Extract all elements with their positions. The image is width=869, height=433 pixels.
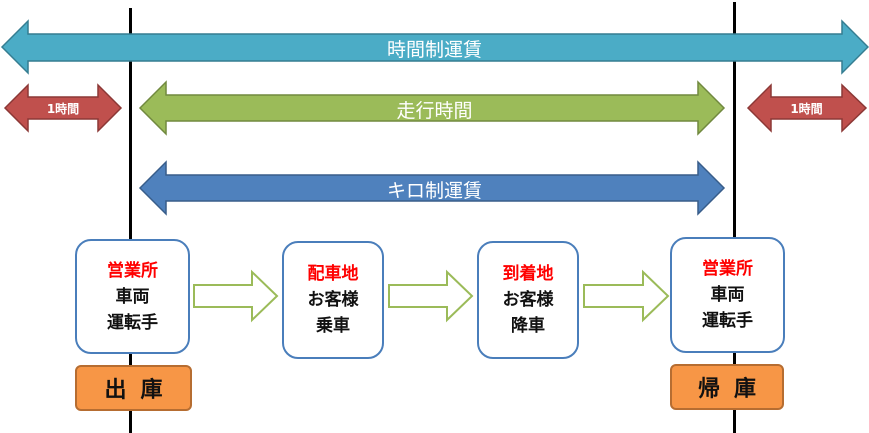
flow-step-line: 運転手 <box>702 311 753 331</box>
return-tag: 帰庫 <box>670 364 784 410</box>
driving-time-arrow <box>138 80 726 136</box>
flow-step-line: 乗車 <box>316 316 350 336</box>
flow-step-pickup: 配車地 お客様 乗車 <box>282 241 384 359</box>
flow-step-line: 降車 <box>511 316 545 336</box>
flow-step-line: 車両 <box>115 286 150 307</box>
flow-step-line: 運転手 <box>107 312 158 333</box>
flow-arrow-3 <box>583 269 670 323</box>
extra-hour-before-arrow <box>3 83 123 133</box>
flow-step-office-start: 営業所 車両 運転手 <box>75 239 190 354</box>
flow-arrow-1 <box>193 269 279 323</box>
flow-step-line: 車両 <box>710 285 745 305</box>
flow-arrow-2 <box>388 269 474 323</box>
km-fare-arrow <box>138 160 726 216</box>
time-fare-arrow <box>0 19 869 75</box>
flow-step-title: 到着地 <box>502 264 554 284</box>
extra-hour-before-label: 1時間 <box>46 102 80 116</box>
flow-step-office-end: 営業所 車両 運転手 <box>670 237 785 353</box>
end-boundary-line <box>733 2 736 433</box>
extra-hour-after-label: 1時間 <box>790 102 823 116</box>
km-fare-label: キロ制運賃 <box>386 180 482 202</box>
driving-time-label: 走行時間 <box>396 100 473 122</box>
time-fare-label: 時間制運賃 <box>386 39 482 61</box>
depart-tag: 出庫 <box>75 365 192 411</box>
flow-step-dropoff: 到着地 お客様 降車 <box>477 241 579 359</box>
flow-step-line: お客様 <box>307 290 359 310</box>
start-boundary-line <box>129 8 132 433</box>
flow-step-title: 配車地 <box>307 264 359 284</box>
extra-hour-after-arrow <box>746 83 868 133</box>
flow-step-title: 営業所 <box>107 260 158 281</box>
flow-step-line: お客様 <box>502 290 554 310</box>
flow-step-title: 営業所 <box>702 259 753 279</box>
